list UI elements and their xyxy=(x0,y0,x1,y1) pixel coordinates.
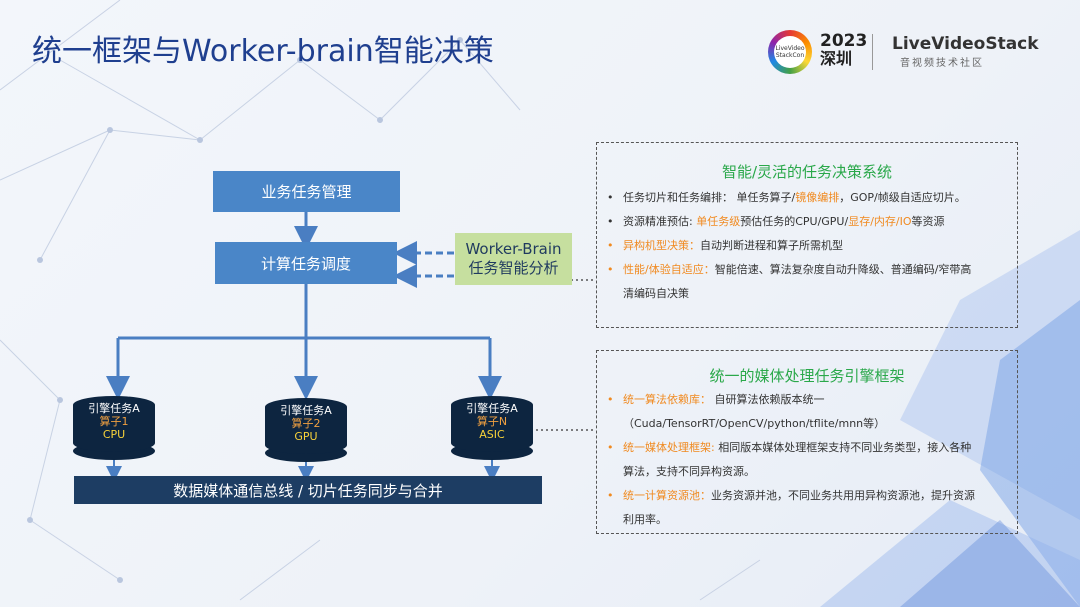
list-item-continuation: （Cuda/TensorRT/OpenCV/python/tflite/mnn等… xyxy=(623,417,886,430)
list-item: 异构机型决策：自动判断进程和算子所需机型 xyxy=(623,239,843,252)
logo-brand: LiveVideoStack xyxy=(892,34,1039,54)
decision-system-panel: 智能/灵活的任务决策系统 • 任务切片和任务编排： 单任务算子/镜像编排，GOP/… xyxy=(596,142,1018,328)
livevideostackcon-logo-icon: LiveVideo StackCon xyxy=(768,30,812,74)
list-bullet: • xyxy=(607,263,614,276)
engine-asic: 引擎任务A 算子N ASIC xyxy=(451,396,533,460)
worker-brain-title: Worker-Brain xyxy=(465,240,562,258)
list-item-continuation: 利用率。 xyxy=(623,513,667,526)
logo-brand-sub: 音视频技术社区 xyxy=(900,58,984,69)
list-bullet: • xyxy=(607,393,614,406)
compute-task-scheduling-box: 计算任务调度 xyxy=(215,242,397,284)
list-item-continuation: 清编码自决策 xyxy=(623,287,689,300)
list-item: 任务切片和任务编排： 单任务算子/镜像编排，GOP/帧级自适应切片。 xyxy=(623,191,966,204)
hardware-label: GPU xyxy=(294,430,318,443)
list-bullet: • xyxy=(607,239,614,252)
engine-gpu: 引擎任务A 算子2 GPU xyxy=(265,398,347,462)
list-bullet: • xyxy=(607,191,614,204)
operator-label: 算子2 xyxy=(291,417,321,430)
list-bullet: • xyxy=(607,489,614,502)
list-bullet: • xyxy=(607,215,614,228)
logo-divider xyxy=(872,34,873,70)
media-data-bus: 数据媒体通信总线 / 切片任务同步与合并 xyxy=(74,476,542,504)
logo-year: 2023 xyxy=(820,31,868,51)
list-item: 统一计算资源池：业务资源并池，不同业务共用用异构资源池，提升资源 xyxy=(623,489,975,502)
operator-label: 算子1 xyxy=(99,415,129,428)
engine-task-label: 引擎任务A xyxy=(466,402,518,415)
engine-cpu: 引擎任务A 算子1 CPU xyxy=(73,396,155,460)
list-item: 统一媒体处理框架: 相同版本媒体处理框架支持不同业务类型，接入各种 xyxy=(623,441,972,454)
list-item-continuation: 算法，支持不同异构资源。 xyxy=(623,465,755,478)
list-item: 性能/体验自适应：智能倍速、算法复杂度自动升降级、普通编码/窄带高 xyxy=(623,263,972,276)
engine-framework-panel: 统一的媒体处理任务引擎框架 • 统一算法依赖库： 自研算法依赖版本统一 （Cuda/… xyxy=(596,350,1018,534)
worker-brain-subtitle: 任务智能分析 xyxy=(468,259,559,277)
worker-brain-box: Worker-Brain 任务智能分析 xyxy=(455,233,572,285)
business-task-management-box: 业务任务管理 xyxy=(213,171,400,212)
hardware-label: CPU xyxy=(102,428,126,441)
logo-city: 深圳 xyxy=(820,49,853,68)
conference-logo: LiveVideo StackCon 2023 深圳 LiveVideoStac… xyxy=(768,28,1039,78)
list-item: 统一算法依赖库： 自研算法依赖版本统一 xyxy=(623,393,825,406)
panel-title: 统一的媒体处理任务引擎框架 xyxy=(709,367,905,385)
list-bullet: • xyxy=(607,441,614,454)
logo-event-text: LiveVideo StackCon xyxy=(774,36,806,68)
list-item: 资源精准预估: 单任务级预估任务的CPU/GPU/显存/内存/IO等资源 xyxy=(623,215,945,228)
engine-task-label: 引擎任务A xyxy=(280,404,332,417)
slide-title: 统一框架与Worker-brain智能决策 xyxy=(32,34,494,69)
engine-task-label: 引擎任务A xyxy=(88,402,140,415)
operator-label: 算子N xyxy=(476,415,508,428)
panel-title: 智能/灵活的任务决策系统 xyxy=(721,163,893,181)
hardware-label: ASIC xyxy=(479,428,505,441)
